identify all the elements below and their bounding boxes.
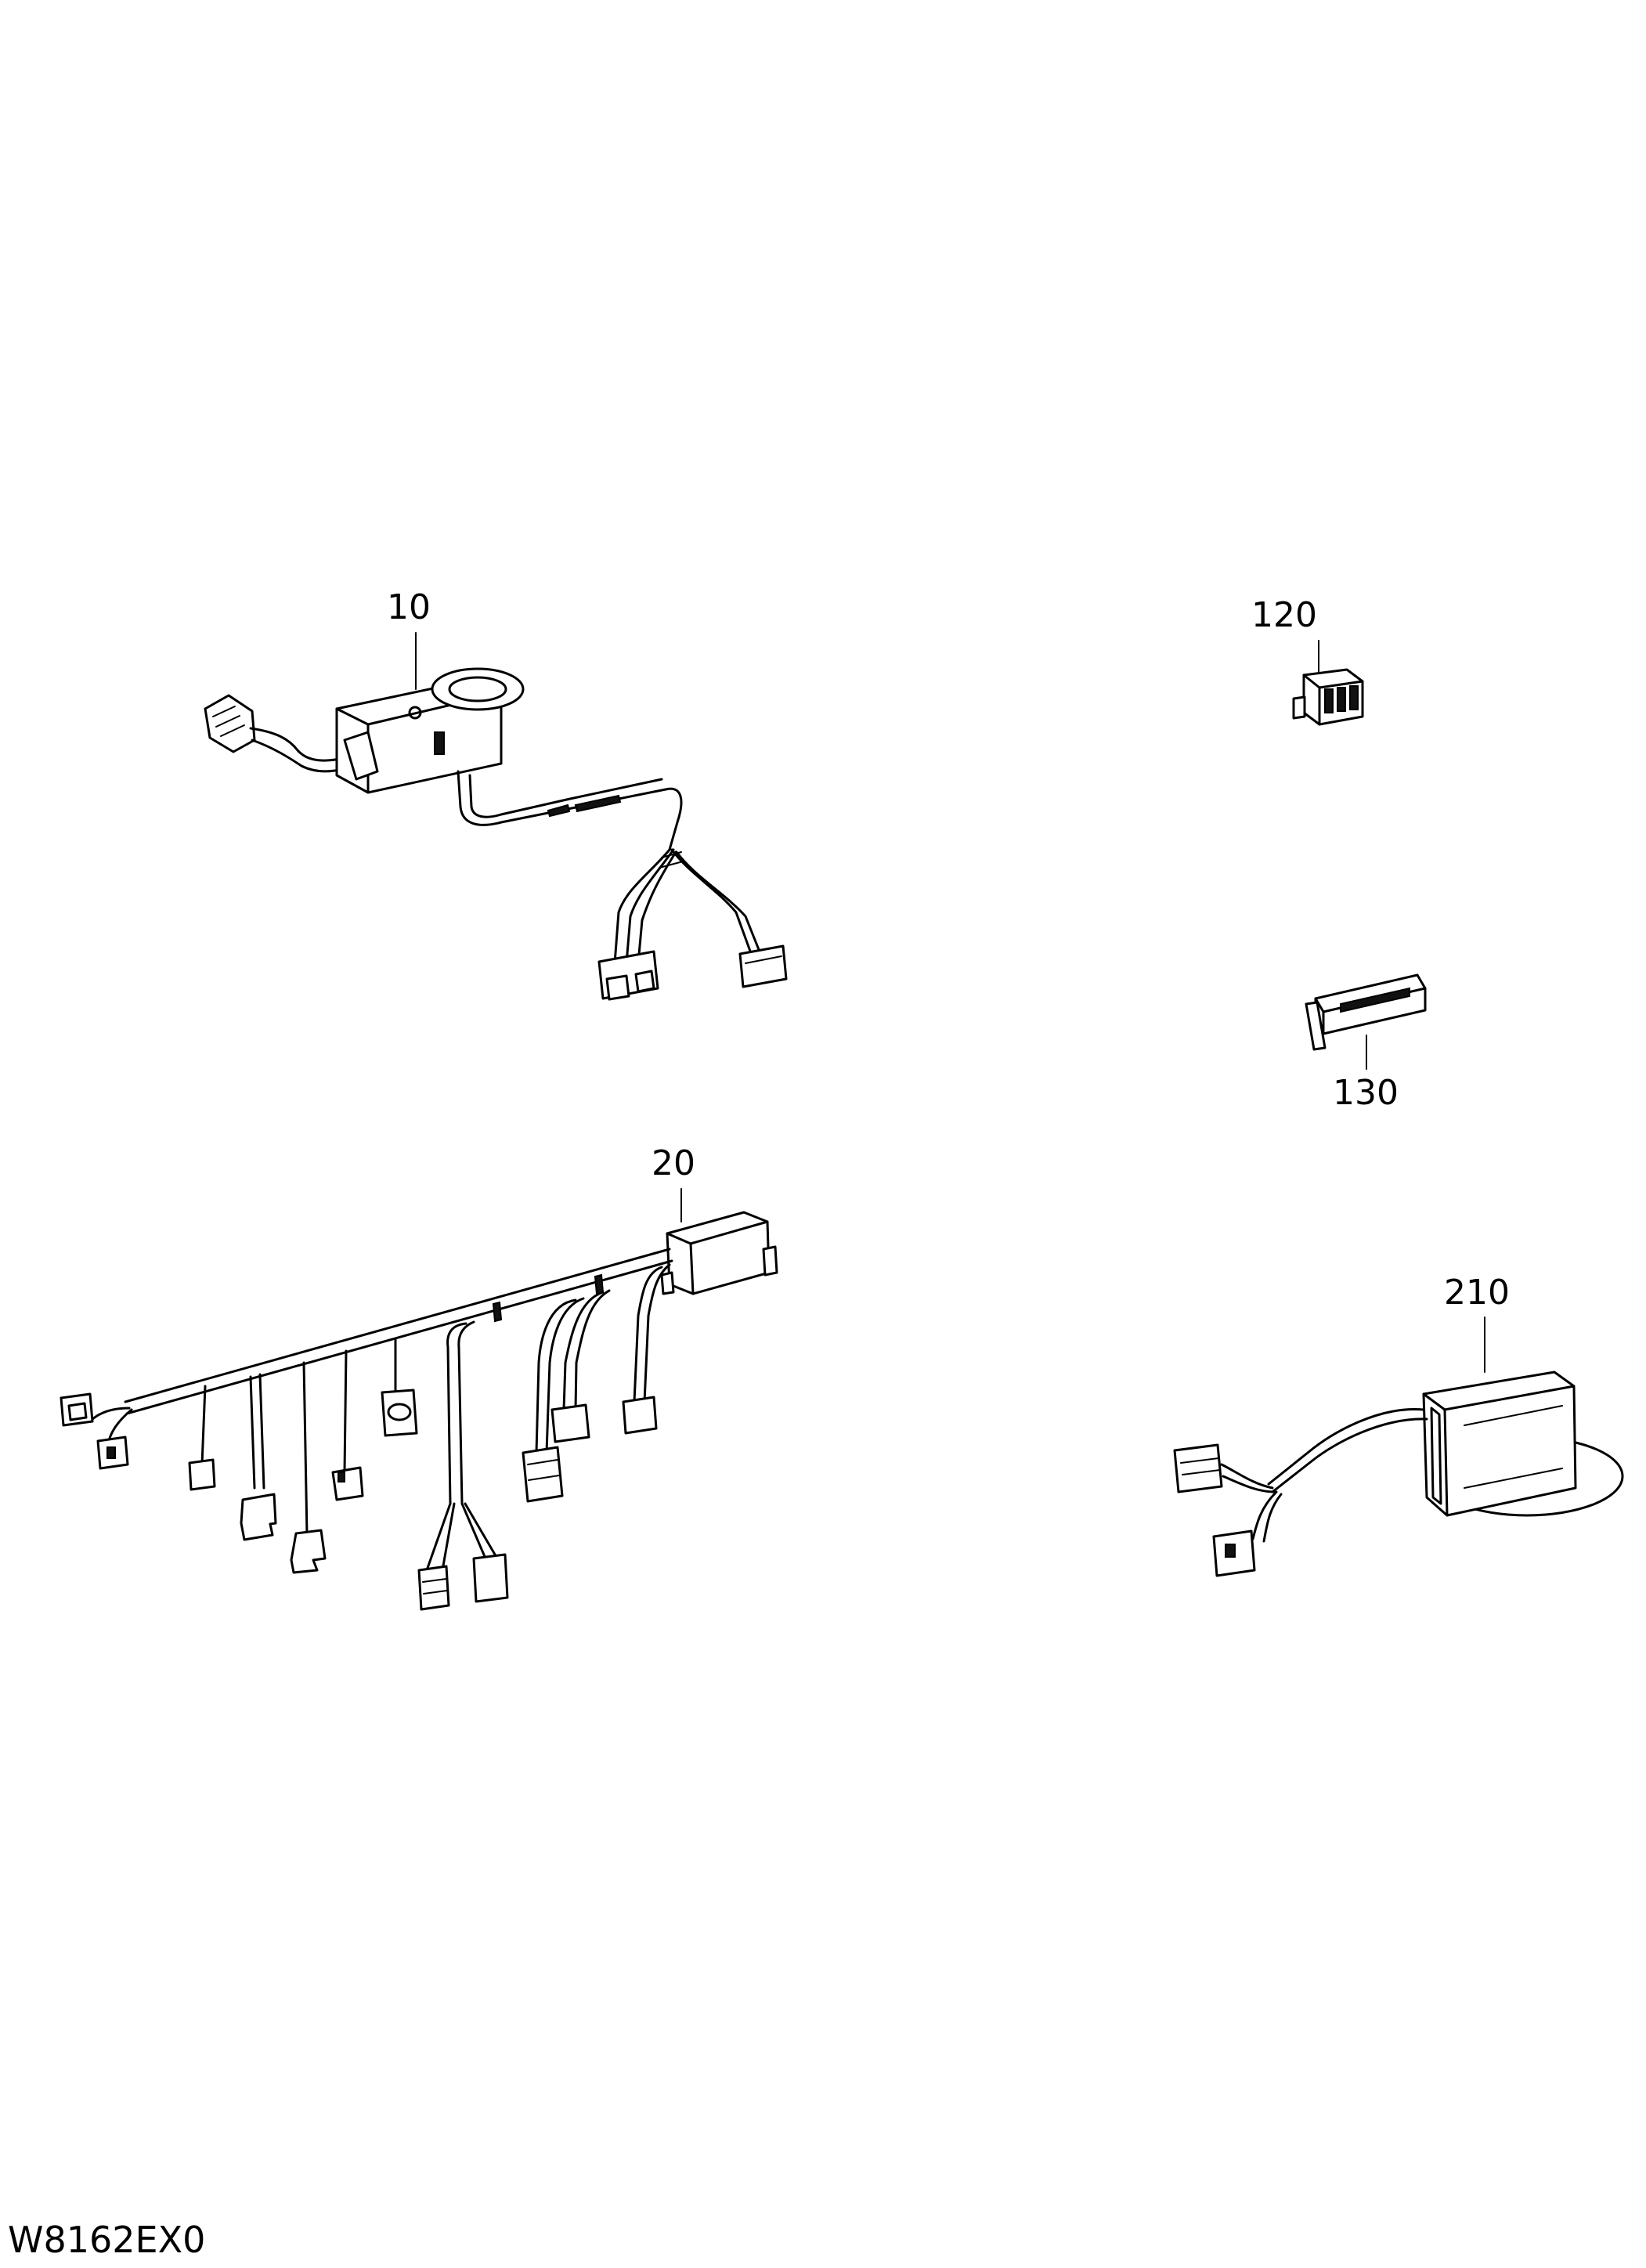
- part-10-switch-harness[interactable]: 10: [204, 587, 788, 1001]
- part-210-connector-1: [1173, 1443, 1223, 1493]
- drawing-code: W8162EX0: [8, 2219, 205, 2261]
- part-10-ring: [431, 667, 525, 711]
- part-10-plug: [204, 694, 256, 753]
- part-20-connector-bottom-1: [417, 1565, 450, 1611]
- part-210-label: 210: [1444, 1273, 1510, 1313]
- part-20-label: 20: [652, 1143, 695, 1183]
- part-210-lamp-harness[interactable]: 210: [1173, 1273, 1624, 1577]
- part-10-label: 10: [387, 587, 431, 627]
- part-20-wiring-harness[interactable]: 20: [60, 1143, 778, 1611]
- part-10-connector-b: [738, 944, 788, 988]
- part-20-connector-bottom-2: [472, 1553, 509, 1603]
- part-130-terminal-block[interactable]: 130: [1305, 973, 1427, 1113]
- part-120-label: 120: [1251, 595, 1317, 635]
- part-130-label: 130: [1333, 1073, 1399, 1113]
- part-120-connector[interactable]: 120: [1251, 595, 1364, 726]
- part-210-housing: [1422, 1371, 1577, 1517]
